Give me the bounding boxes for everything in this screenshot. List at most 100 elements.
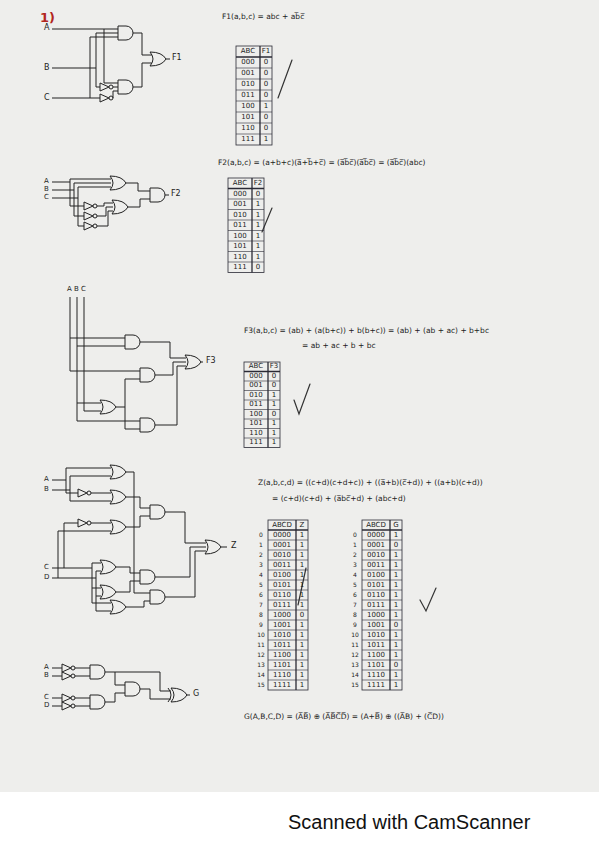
input-label: B [74, 285, 79, 293]
table-cell: 1 [390, 550, 402, 560]
table-cell: 0010 [268, 550, 296, 560]
table-rule [362, 640, 402, 641]
table-cell: 0111 [268, 600, 296, 610]
table-header: ABCD [268, 520, 296, 530]
circuit-four-part [78, 519, 91, 527]
table-cell: 1111 [268, 680, 296, 690]
table-cell: 000 [228, 189, 252, 200]
circuit-four-part [110, 490, 126, 504]
table-cell: 0 [268, 410, 280, 420]
equation: = (c+d)(c+d) + (a̅bc̅+d) + (abc+d) [272, 494, 406, 503]
table-cell: 1 [390, 640, 402, 650]
table-rule [362, 680, 402, 681]
circuit-three-part [140, 418, 155, 432]
circuit-four-part [150, 590, 165, 604]
truth-table-grids [228, 46, 402, 690]
circuit-two-part [84, 222, 97, 230]
table-rule [362, 610, 402, 611]
table-rule [228, 209, 264, 210]
row-number: 12 [255, 650, 267, 660]
circuit-two-part [84, 202, 97, 210]
paper [0, 0, 599, 792]
circuit-three-part [140, 368, 155, 382]
table-rule [228, 230, 264, 231]
circuit-one-part [52, 29, 170, 98]
row-number: 3 [349, 560, 361, 570]
circuit-five-part [62, 702, 75, 710]
table-cell: 0010 [362, 550, 390, 560]
table-rule [362, 540, 402, 541]
circuit-five-part [62, 664, 75, 672]
table-cell: 1110 [268, 670, 296, 680]
circuit-one-part [150, 52, 166, 66]
table-cell: 1010 [362, 630, 390, 640]
circuit-one-part [118, 26, 133, 40]
table-rule [362, 650, 402, 651]
circuit-four-part [52, 468, 227, 611]
table-cell: 0 [268, 381, 280, 391]
table-cell: 000 [236, 57, 260, 68]
table-cell: 0 [252, 189, 264, 200]
circuit-four-part [110, 600, 126, 614]
table-cell: 1101 [268, 660, 296, 670]
circuit-two-part [150, 188, 165, 202]
table-rule [362, 570, 402, 571]
table-cell: 1 [390, 570, 402, 580]
output-label: F1 [172, 53, 182, 63]
table-cell: 011 [228, 220, 252, 231]
output-label: G [193, 689, 199, 699]
table-cell: 0 [390, 540, 402, 550]
row-number: 0 [349, 530, 361, 540]
circuit-five-part [52, 668, 190, 706]
table-cell: 1 [296, 570, 308, 580]
table-cell: 1 [268, 400, 280, 410]
row-number: 11 [255, 640, 267, 650]
table-cell: 1 [252, 241, 264, 252]
table-rule [268, 670, 308, 671]
table-header: Z [296, 520, 308, 530]
row-number: 5 [255, 580, 267, 590]
table-rule [268, 610, 308, 611]
table-cell: 0 [260, 112, 272, 123]
table-cell: 1 [252, 252, 264, 263]
check-marks [262, 60, 436, 611]
table-header: F1 [260, 46, 272, 57]
table-cell: 0000 [268, 530, 296, 540]
row-number: 11 [349, 640, 361, 650]
circuit-four-part [205, 540, 221, 554]
table-border [228, 178, 264, 273]
table-rule [236, 134, 272, 135]
table-cell: 010 [236, 79, 260, 90]
table-cell: 1 [268, 391, 280, 401]
table-cell: 111 [244, 438, 268, 448]
row-number: 9 [349, 620, 361, 630]
table-cell: 1 [390, 580, 402, 590]
table-cell: 1 [296, 540, 308, 550]
row-number: 1 [255, 540, 267, 550]
circuit-five-part [62, 694, 75, 702]
table-rule [236, 112, 272, 113]
table-divider [267, 362, 268, 448]
circuit-four-part [78, 489, 91, 497]
table-cell: 0110 [362, 590, 390, 600]
table-cell: 1100 [362, 650, 390, 660]
table-rule [268, 590, 308, 591]
table-cell: 0100 [268, 570, 296, 580]
circuit-five-part [125, 682, 140, 696]
circuit-four-part [110, 520, 126, 534]
circuit-one [52, 26, 170, 102]
table-rule [362, 660, 402, 661]
row-number: 7 [255, 600, 267, 610]
table-cell: 1 [252, 210, 264, 221]
table-cell: 1 [390, 630, 402, 640]
table-cell: 101 [236, 112, 260, 123]
table-rule [362, 670, 402, 671]
table-rule [236, 79, 272, 80]
table-rule [362, 529, 402, 530]
table-cell: 1 [268, 419, 280, 429]
table-cell: 0001 [362, 540, 390, 550]
table-rule [228, 251, 264, 252]
table-header: ABCD [362, 520, 390, 530]
table-rule [268, 529, 308, 530]
